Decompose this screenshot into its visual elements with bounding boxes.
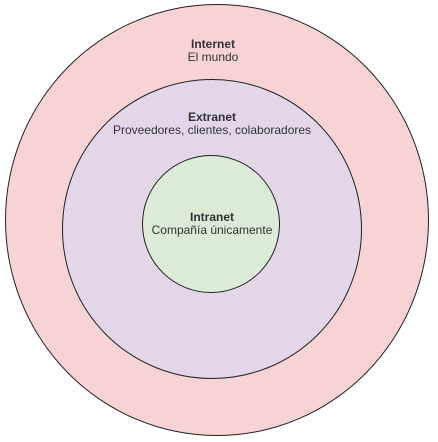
intranet-title: Intranet [189,210,234,224]
internet-title: Internet [190,37,235,51]
extranet-label: Extranet Proveedores, clientes, colabora… [62,111,362,137]
extranet-subtitle: Proveedores, clientes, colaboradores [112,123,312,137]
intranet-label: Intranet Compañía únicamente [112,211,312,237]
intranet-subtitle: Compañía únicamente [151,223,273,237]
internet-subtitle: El mundo [187,50,239,64]
extranet-title: Extranet [187,110,237,124]
intranet-circle [142,155,280,293]
internet-label: Internet El mundo [113,38,313,64]
